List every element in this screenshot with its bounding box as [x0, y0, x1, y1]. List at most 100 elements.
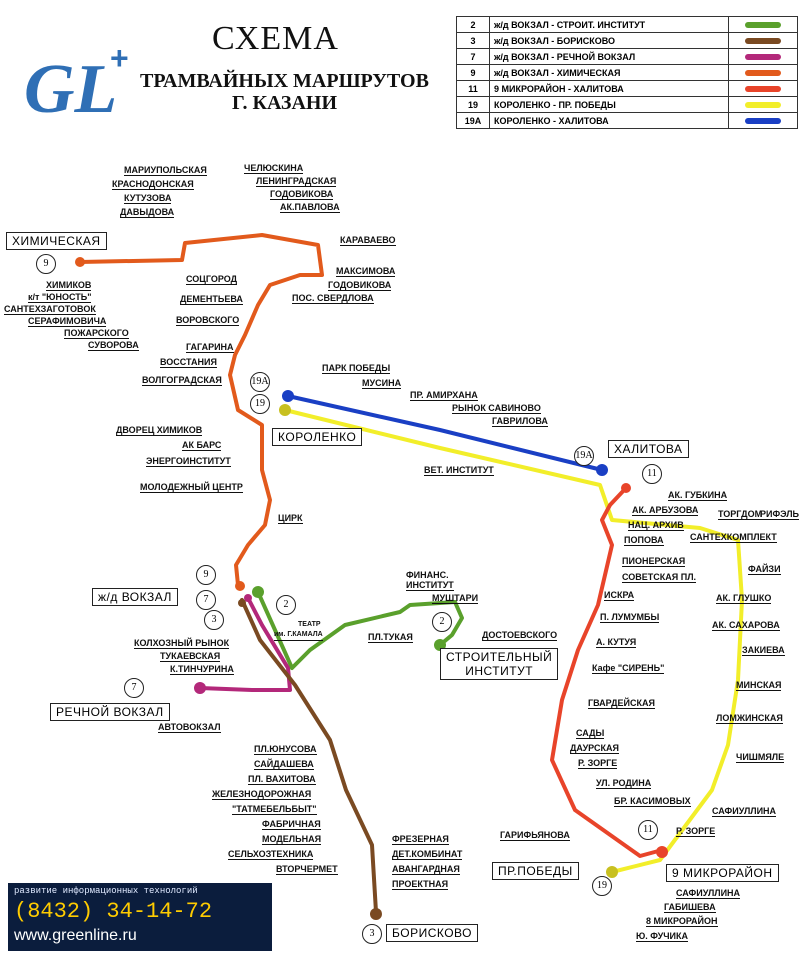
stop-label: 8 МИКРОРАЙОН	[646, 916, 718, 927]
stop-label: СУВОРОВА	[88, 340, 139, 351]
route-badge: 7	[196, 590, 216, 610]
stop-label: КОЛХОЗНЫЙ РЫНОК	[134, 638, 230, 649]
terminal-label: БОРИСКОВО	[386, 924, 478, 942]
greenline-logo: GL +	[14, 40, 134, 140]
stop-label: СЕРАФИМОВИЧА	[28, 316, 107, 327]
stop-label: ГАВРИЛОВА	[492, 416, 548, 427]
route-badge: 11	[638, 820, 658, 840]
stop-label: ГАБИШЕВА	[664, 902, 716, 913]
stop-label: ПЛ. ВАХИТОВА	[248, 774, 316, 785]
stop-dot	[656, 846, 668, 858]
stop-label: ЧЕЛЮСКИНА	[244, 163, 304, 174]
terminal-label: ХИМИЧЕСКАЯ	[6, 232, 107, 250]
stop-label: ДАВЫДОВА	[120, 207, 175, 218]
stop-dot	[606, 866, 618, 878]
stop-label: РЫНОК САВИНОВО	[452, 403, 541, 414]
route-swatch	[745, 86, 781, 93]
terminal-label: 9 МИКРОРАЙОН	[666, 864, 779, 882]
stop-label: УЛ. РОДИНА	[596, 778, 652, 789]
stop-label: ПОС. СВЕРДЛОВА	[292, 293, 374, 304]
terminal-line: СТРОИТЕЛЬНЫЙ	[446, 650, 553, 664]
stop-label: АК. САХАРОВА	[712, 620, 780, 631]
stop-label: им. Г.КАМАЛА	[274, 630, 323, 641]
stop-label: ФАЙЗИ	[748, 564, 781, 575]
terminal-line: ИНСТИТУТ	[465, 664, 534, 678]
stop-label: ПР. АМИРХАНА	[410, 390, 478, 401]
stop-label: АК. АРБУЗОВА	[632, 505, 699, 516]
stop-label: А. КУТУЯ	[596, 637, 637, 648]
stop-dot	[75, 257, 85, 267]
stop-dot	[370, 908, 382, 920]
stop-label: ДОСТОЕВСКОГО	[482, 630, 558, 641]
stop-label: к/т "ЮНОСТЬ"	[28, 292, 92, 303]
stop-label: ДАУРСКАЯ	[570, 743, 619, 754]
stop-label: АК.ПАВЛОВА	[280, 202, 340, 213]
stop-label: МУСИНА	[362, 378, 402, 389]
stop-label: ДЕМЕНТЬЕВА	[180, 294, 243, 305]
stop-label: СЕЛЬХОЗТЕХНИКА	[228, 849, 314, 860]
stop-label: ИСКРА	[604, 590, 635, 601]
stop-label: МИНСКАЯ	[736, 680, 782, 691]
stop-label: АК БАРС	[182, 440, 222, 451]
route-badge: 9	[196, 565, 216, 585]
stop-label: КАРАВАЕВО	[340, 235, 396, 246]
route-2-line	[256, 590, 464, 670]
stop-label: ПАРК ПОБЕДЫ	[322, 363, 391, 374]
route-swatch	[745, 38, 781, 45]
route-badge: 19А	[250, 372, 270, 392]
stop-label: ПЛ.ТУКАЯ	[368, 632, 413, 643]
stop-label: ГАГАРИНА	[186, 342, 234, 353]
terminal-dots	[75, 257, 668, 920]
route-19-line	[283, 408, 744, 874]
stop-dot	[244, 594, 252, 602]
terminal-label: РЕЧНОЙ ВОКЗАЛ	[50, 703, 170, 721]
stop-label: Р. ЗОРГЕ	[578, 758, 618, 769]
stop-label: СОЦГОРОД	[186, 274, 238, 285]
stop-label: ВОРОВСКОГО	[176, 315, 240, 326]
stop-label: ГОДОВИКОВА	[328, 280, 392, 291]
route-swatch	[745, 118, 781, 125]
stop-label: ИНСТИТУТ	[406, 580, 454, 591]
stop-label: ЗАКИЕВА	[742, 645, 785, 656]
contact-website[interactable]: www.greenline.ru	[14, 927, 137, 944]
contact-tagline: развитие информационных технологий	[14, 886, 198, 896]
stop-label: Ю. ФУЧИКА	[636, 931, 689, 942]
stop-label: МОЛОДЕЖНЫЙ ЦЕНТР	[140, 482, 243, 493]
terminal-label: ХАЛИТОВА	[608, 440, 689, 458]
stop-label: АВАНГАРДНАЯ	[392, 864, 460, 875]
route-badge: 3	[204, 610, 224, 630]
stop-label: Р. ЗОРГЕ	[676, 826, 716, 837]
route-badge: 19	[250, 394, 270, 414]
stop-label: ПОПОВА	[624, 535, 664, 546]
stop-label: МУШТАРИ	[432, 593, 479, 604]
terminal-label: ПР.ПОБЕДЫ	[492, 862, 579, 880]
stop-label: Кафе "СИРЕНЬ"	[592, 663, 665, 674]
stop-label: МАКСИМОВА	[336, 266, 396, 277]
stop-label: РИФЭЛЬ	[760, 509, 799, 520]
stop-label: ВОССТАНИЯ	[160, 357, 217, 368]
stop-label: ЛЕНИНГРАДСКАЯ	[256, 176, 337, 187]
route-9-line	[78, 233, 324, 587]
stop-label: КРАСНОДОНСКАЯ	[112, 179, 194, 190]
logo-text: GL	[24, 51, 118, 128]
stop-label: МАРИУПОЛЬСКАЯ	[124, 165, 207, 176]
stop-label: ЛОМЖИНСКАЯ	[716, 713, 783, 724]
stop-label: САНТЕХКОМПЛЕКТ	[690, 532, 777, 543]
stop-label: ДЕТ.КОМБИНАТ	[392, 849, 463, 860]
terminal-label: ж/д ВОКЗАЛ	[92, 588, 178, 606]
route-badge: 2	[432, 612, 452, 632]
stop-label: БР. КАСИМОВЫХ	[614, 796, 691, 807]
stop-label: П. ЛУМУМБЫ	[600, 612, 660, 623]
stop-label: ВЕТ. ИНСТИТУТ	[424, 465, 494, 476]
stop-label: ПЛ.ЮНУСОВА	[254, 744, 317, 755]
stop-dot	[596, 464, 608, 476]
contact-phone: (8432) 34-14-72	[14, 899, 213, 924]
route-swatch	[745, 70, 781, 77]
